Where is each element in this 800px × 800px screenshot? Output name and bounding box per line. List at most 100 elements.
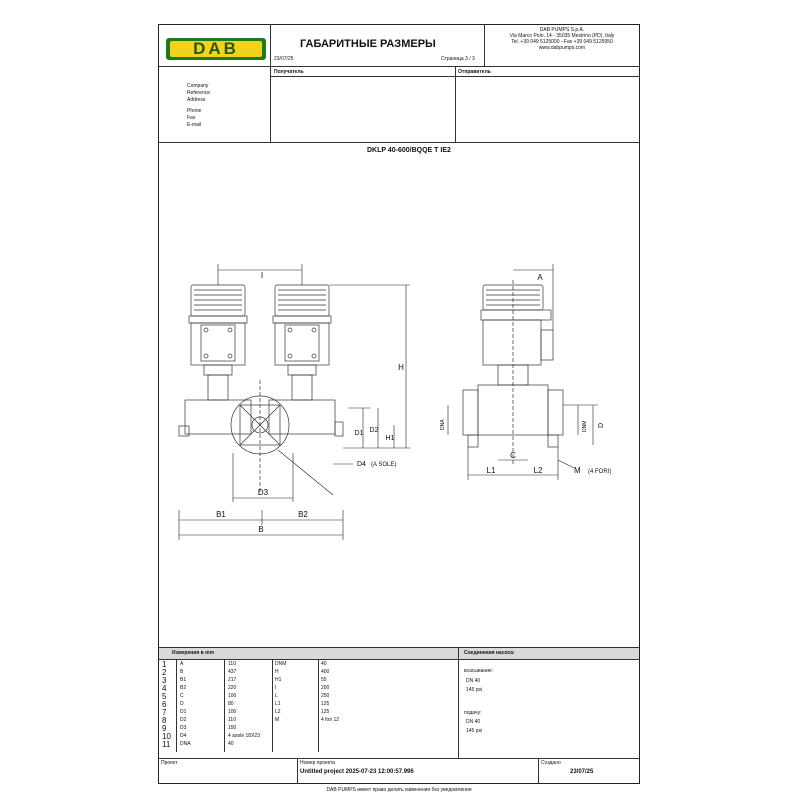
row-number: 5 <box>162 692 167 701</box>
dim-key: H <box>275 669 279 675</box>
project-number-label: Номер проекта <box>300 760 336 766</box>
dim-label-D: D <box>598 423 605 428</box>
dim-value: 220 <box>228 685 237 691</box>
dim-label-DNA: DNA <box>440 419 446 430</box>
company-address: Via Marco Polo, 14 - 35035 Mestrino (PD)… <box>509 33 615 39</box>
dim-label-L1: L1 <box>487 466 496 475</box>
dim-label-M-note: (4 FORI) <box>588 469 611 475</box>
dim-key: M <box>275 717 280 723</box>
dim-label-M: M <box>574 466 581 475</box>
created-value: 23/07/25 <box>570 769 594 775</box>
dab-logo: DAB <box>166 38 266 60</box>
model-title: DKLP 40-600/BQQE T IE2 <box>367 147 451 154</box>
dim-label-D4: D4 <box>357 461 366 468</box>
company-phone: Tel. +39 049 5125000 - Fax +39 049 51259… <box>511 39 613 45</box>
dim-value: 80 <box>228 701 234 707</box>
page-title: ГАБАРИТНЫЕ РАЗМЕРЫ <box>300 38 436 50</box>
dim-label-H: H <box>398 363 404 372</box>
discharge-label: подачу: <box>464 710 482 716</box>
dim-label-I: I <box>261 271 263 280</box>
dim-label-L2: L2 <box>534 466 543 475</box>
dim-value: 4 fori 12 <box>321 717 340 723</box>
header: DAB ГАБАРИТНЫЕ РАЗМЕРЫ 23/07/25 Страница… <box>158 24 640 66</box>
dim-label-D2: D2 <box>370 427 379 434</box>
field-reference: Reference <box>187 90 211 96</box>
company-name: DAB PUMPS S.p.A. <box>539 27 585 33</box>
side-view <box>462 280 564 465</box>
dimensions-col2: DNM 40 H 400 H1 55 I 200 L 250 L1 125 L2… <box>275 661 375 731</box>
dim-value: 125 <box>321 701 330 707</box>
dim-label-D3: D3 <box>258 488 269 497</box>
pump-left <box>178 284 252 437</box>
dim-value: 125 <box>321 709 330 715</box>
field-phone: Phone <box>187 108 202 114</box>
sheet-frame <box>158 24 640 784</box>
suction-dn: DN 40 <box>466 678 481 684</box>
row-number: 11 <box>162 740 171 749</box>
dim-key: D1 <box>180 709 187 715</box>
discharge-dn: DN 40 <box>466 719 481 725</box>
parties-section: Получатель Отправитель Company Reference… <box>158 66 640 142</box>
project-number: Untitled project 2025-07-23 12:00:57.996 <box>300 769 414 775</box>
dimensions-heading: Измерения в mm <box>172 650 215 656</box>
suction-psi: 145 psi <box>466 687 483 693</box>
recipient-label: Получатель <box>274 69 304 75</box>
dim-key: B <box>180 669 184 675</box>
dim-label-B1: B1 <box>216 510 226 519</box>
dim-value: 400 <box>321 669 330 675</box>
logo-text: DAB <box>193 39 239 58</box>
dim-value: 217 <box>228 677 237 683</box>
field-email: E-mail <box>187 122 202 128</box>
dim-key: I <box>275 685 277 691</box>
dim-value: 250 <box>321 693 330 699</box>
dim-label-C: C <box>510 451 516 460</box>
row-number: 7 <box>162 708 167 717</box>
row-number: 2 <box>162 668 167 677</box>
header-page: Страница 3 / 3 <box>441 56 475 62</box>
dim-key: L1 <box>275 701 281 707</box>
field-address: Address <box>187 97 206 103</box>
technical-drawing: I H D1 D2 H1 D4 (A SOLE) D3 B1 B2 B A DN… <box>178 264 611 540</box>
dim-key: D4 <box>180 733 187 739</box>
dim-label-D1: D1 <box>355 430 364 437</box>
dim-key: DNM <box>275 661 287 667</box>
dim-key: D2 <box>180 717 187 723</box>
pump-right <box>268 284 344 437</box>
dim-value: 110 <box>228 717 236 723</box>
dim-label-D4-note: (A SOLE) <box>371 462 396 468</box>
row-number: 10 <box>162 732 171 741</box>
dim-label-A: A <box>537 273 543 282</box>
dim-key: H1 <box>275 677 282 683</box>
sender-label: Отправитель <box>458 69 491 75</box>
row-number: 3 <box>162 676 167 685</box>
dim-key: A <box>180 661 184 667</box>
dim-key: D3 <box>180 725 187 731</box>
dim-label-B2: B2 <box>298 510 308 519</box>
dim-key: L <box>275 693 278 699</box>
project-label: Проект <box>161 760 178 766</box>
field-fax: Fax <box>187 115 196 121</box>
field-company: Company <box>187 83 209 89</box>
dim-key: B2 <box>180 685 187 691</box>
dim-value: 200 <box>321 685 330 691</box>
dimensions-header-bar <box>159 648 639 659</box>
dim-value: 4 asole 18X23 <box>228 733 260 739</box>
dim-value: 40 <box>228 741 234 747</box>
dim-label-DNM: DNM <box>582 421 588 432</box>
row-number: 1 <box>162 660 167 669</box>
suction-label: всасывание: <box>464 668 494 674</box>
header-date: 23/07/25 <box>274 56 294 62</box>
discharge-psi: 145 psi <box>466 728 483 734</box>
dim-value: 110 <box>228 661 236 667</box>
row-number: 6 <box>162 700 167 709</box>
dim-value: 40 <box>321 661 327 667</box>
row-number: 8 <box>162 716 167 725</box>
row-number: 4 <box>162 684 167 693</box>
dim-label-H1: H1 <box>386 435 395 442</box>
created-label: Создано <box>541 760 561 766</box>
dim-key: D <box>180 701 184 707</box>
dim-value: 100 <box>228 709 237 715</box>
dim-value: 100 <box>228 693 237 699</box>
connections-heading: Соединения насоса: <box>464 650 515 656</box>
disclaimer: DAB PUMPS имеет право делать изменения б… <box>326 787 472 793</box>
